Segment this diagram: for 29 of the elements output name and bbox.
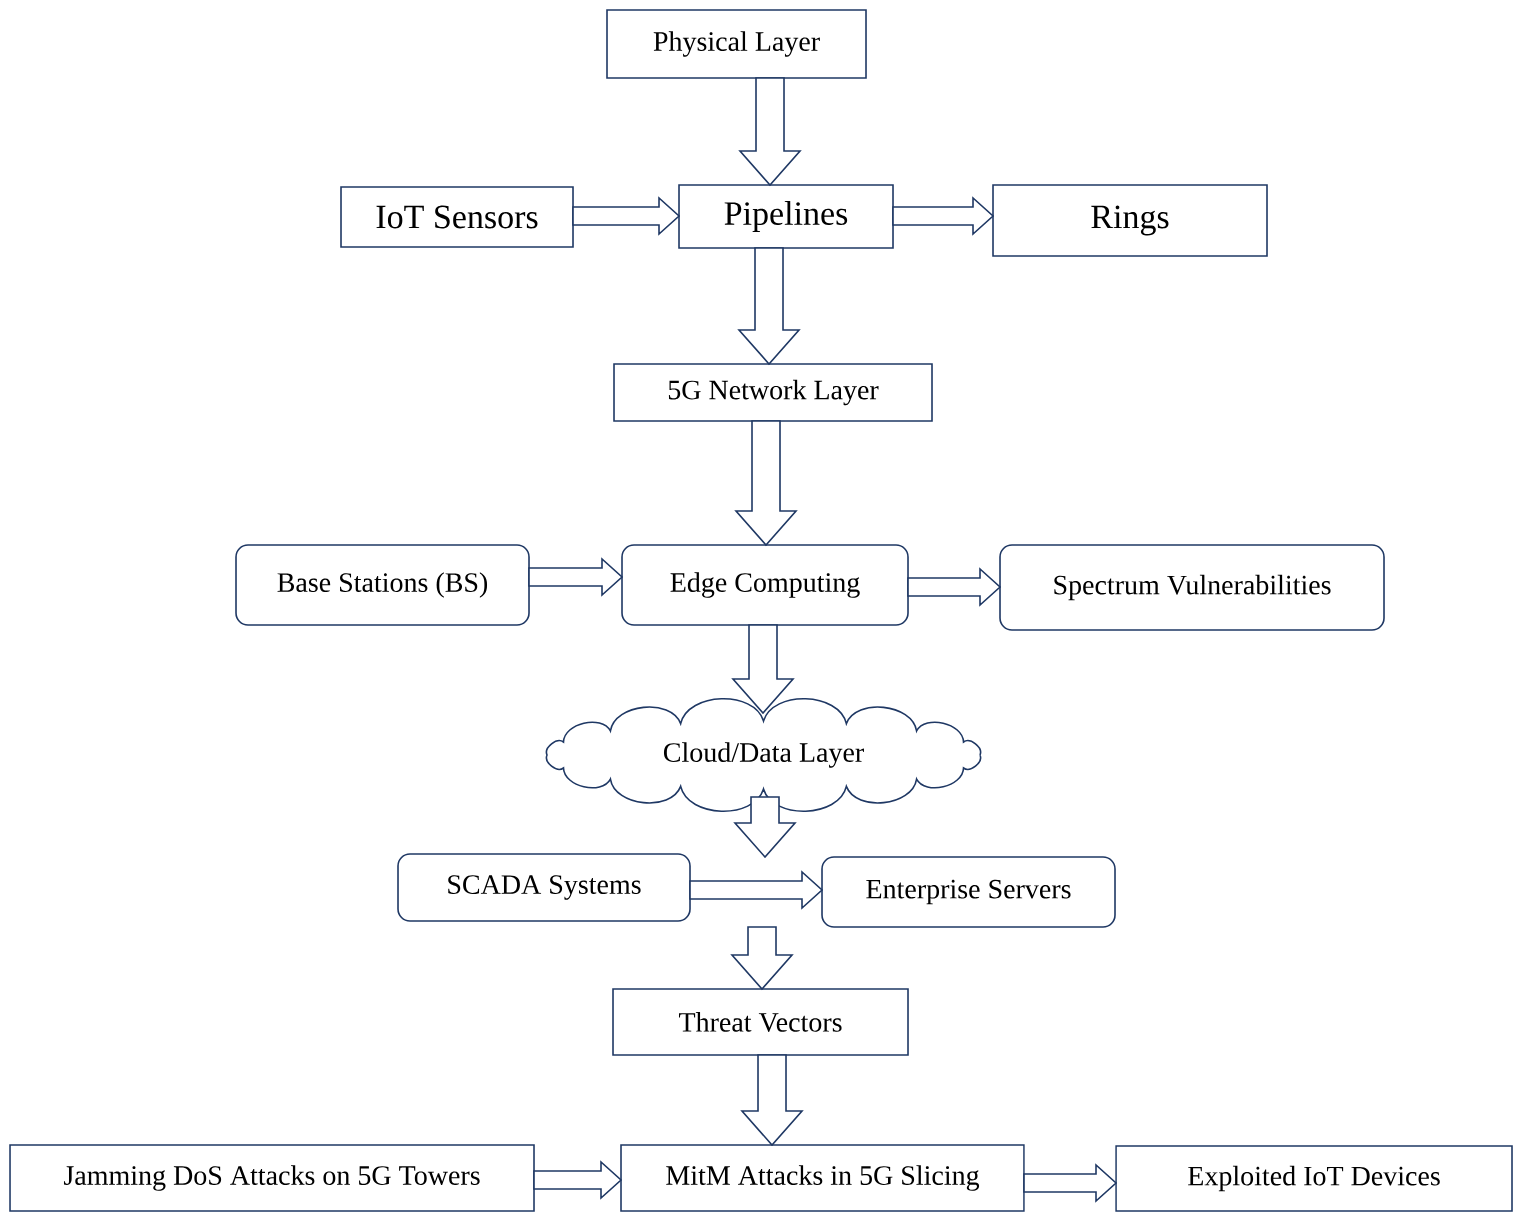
process-box: Pipelines [678,184,894,249]
process-box: IoT Sensors [340,186,574,248]
process-box: Rings [992,184,1268,257]
block-arrow [730,926,794,991]
rounded-box: Edge Computing [621,544,909,626]
process-box: 5G Network Layer [613,363,933,422]
rounded-box: SCADA Systems [397,853,691,922]
process-box: Exploited IoT Devices [1115,1145,1513,1212]
rounded-box: Base Stations (BS) [235,544,530,626]
block-arrow [738,77,802,187]
block-arrow [731,624,795,715]
block-arrow [572,196,681,236]
block-arrow [533,1160,623,1200]
process-box: Physical Layer [606,9,867,79]
block-arrow [689,870,824,910]
block-arrow [1023,1163,1118,1203]
block-arrow [733,796,797,859]
block-arrow [734,420,798,547]
process-box: Threat Vectors [612,988,909,1056]
rounded-box: Enterprise Servers [821,856,1116,928]
block-arrow [528,557,624,597]
block-arrow [907,567,1002,607]
rounded-box: Spectrum Vulnerabilities [999,544,1385,631]
block-arrow [740,1054,804,1147]
block-arrow [737,247,801,366]
cloud-shape: Cloud/Data Layer [545,698,982,812]
process-box: MitM Attacks in 5G Slicing [620,1144,1025,1212]
block-arrow [892,196,995,236]
process-box: Jamming DoS Attacks on 5G Towers [9,1144,535,1212]
